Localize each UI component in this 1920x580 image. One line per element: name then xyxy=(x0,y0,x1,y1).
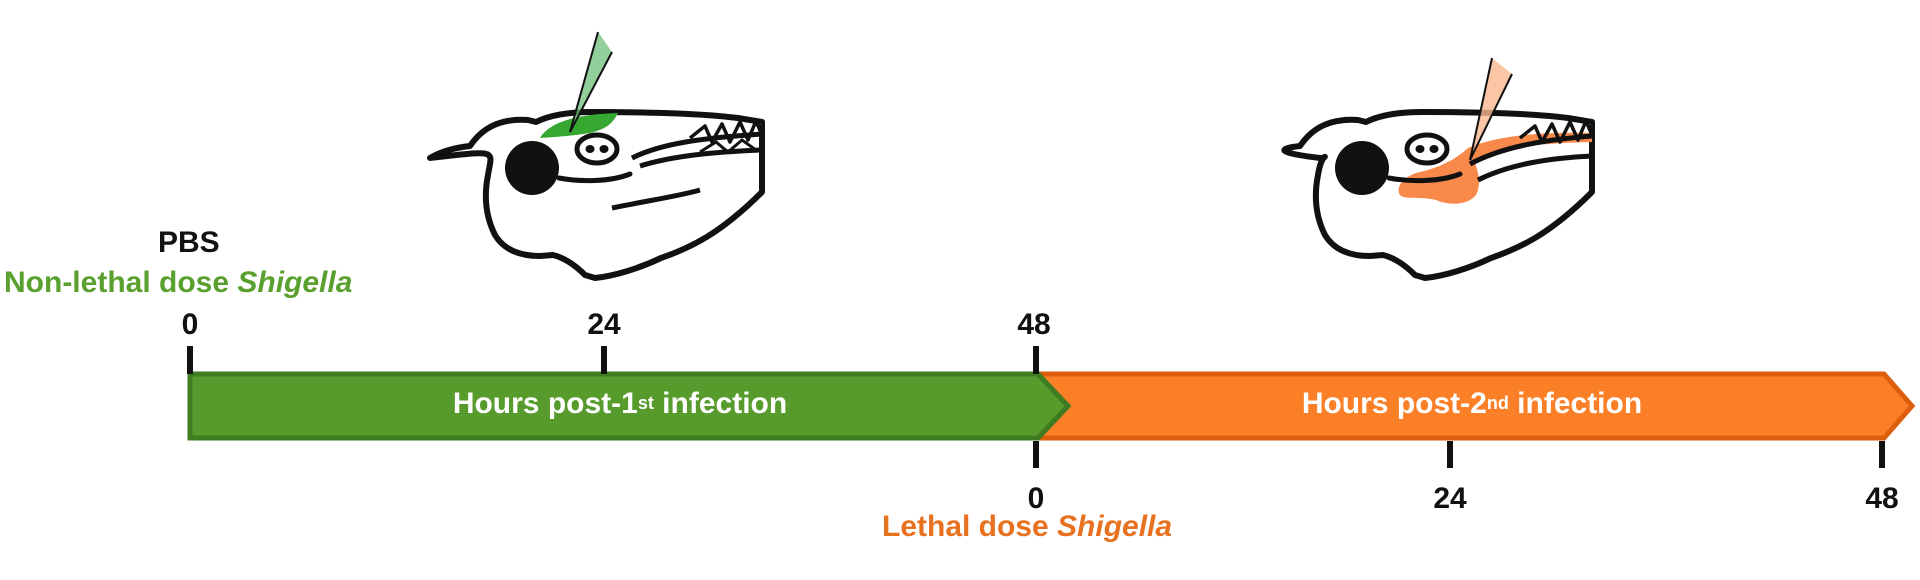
phase2-tick-label-48: 48 xyxy=(1865,482,1899,515)
phase2-bar-label-pre: Hours post-2 xyxy=(1301,387,1487,420)
lethal-dose-organism: Shigella xyxy=(1057,510,1173,543)
zebrafish-larva-yolk-injection-icon xyxy=(1281,57,1595,281)
phase2-bar-label: Hours post-2nd infection xyxy=(1302,389,1642,419)
phase2-bar-label-post: infection xyxy=(1508,387,1643,420)
phase1-tick-label-0: 0 xyxy=(181,308,199,341)
phase1-green-arrow-bar xyxy=(187,371,1072,441)
phase1-bar-label-post: infection xyxy=(653,387,788,420)
phase2-tick-label-24: 24 xyxy=(1433,482,1467,515)
non-lethal-dose-text: Non-lethal dose xyxy=(4,266,238,299)
non-lethal-dose-label: Non-lethal dose Shigella xyxy=(4,268,352,298)
phase1-tick-label-48: 48 xyxy=(1017,308,1051,341)
phase1-bar-label: Hours post-1st infection xyxy=(453,389,787,419)
pbs-label: PBS xyxy=(158,226,220,259)
zebrafish-larva-hindbrain-injection-icon xyxy=(427,31,765,281)
lethal-dose-text: Lethal dose xyxy=(882,510,1058,543)
phase1-bar-label-pre: Hours post-1 xyxy=(452,387,638,420)
lethal-dose-label: Lethal dose Shigella xyxy=(882,512,1172,542)
phase2-tick-label-0: 0 xyxy=(1027,482,1045,515)
phase1-tick-label-24: 24 xyxy=(587,308,621,341)
phase1-bar-label-sup: st xyxy=(637,393,654,413)
non-lethal-dose-organism: Shigella xyxy=(237,266,353,299)
phase2-bar-label-sup: nd xyxy=(1486,393,1509,413)
